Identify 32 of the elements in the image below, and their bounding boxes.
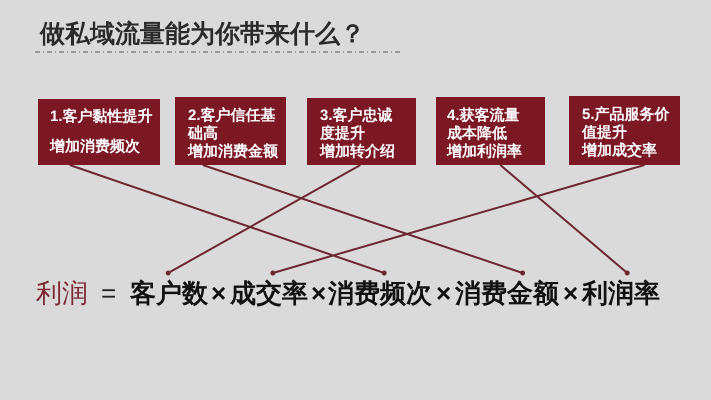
info-box: [569, 96, 680, 165]
info-box: [307, 98, 416, 165]
connector-line: [500, 164, 630, 276]
formula-term: 消费频次: [328, 276, 432, 310]
item-heading: 2.客户信任基础高: [188, 107, 277, 143]
connector-line: [166, 164, 361, 276]
title: 做私域流量能为你带来什么？: [40, 19, 365, 49]
connector-line: [270, 164, 645, 276]
info-box: [175, 97, 286, 165]
item-heading: 1.客户黏性提升: [50, 108, 154, 126]
times-sign: ×: [563, 277, 578, 310]
item-heading: 4.获客流量成本降低: [447, 107, 521, 143]
item-text: 增加转介绍: [320, 143, 396, 161]
equals-sign: =: [101, 277, 116, 310]
info-box: [38, 99, 160, 165]
item-text: 增加消费金额: [188, 143, 279, 161]
times-sign: ×: [311, 277, 326, 310]
item-heading: 5.产品服务价值提升: [582, 106, 671, 142]
formula-term: 消费金额: [455, 276, 559, 310]
formula-term: 成交率: [230, 276, 308, 310]
item-text: 增加利润率: [447, 143, 523, 161]
connector-line: [69, 164, 387, 276]
item-heading: 3.客户忠诚度提升: [320, 107, 394, 143]
times-sign: ×: [436, 277, 452, 310]
formula-label: 利润: [36, 277, 88, 310]
item-text: 增加成交率: [582, 142, 658, 160]
item-text: 增加消费频次: [50, 138, 141, 156]
formula-term: 客户数: [130, 276, 208, 310]
info-box: [436, 97, 545, 165]
formula-term: 利润率: [582, 276, 660, 310]
times-sign: ×: [211, 277, 226, 310]
connector-line: [202, 164, 526, 276]
